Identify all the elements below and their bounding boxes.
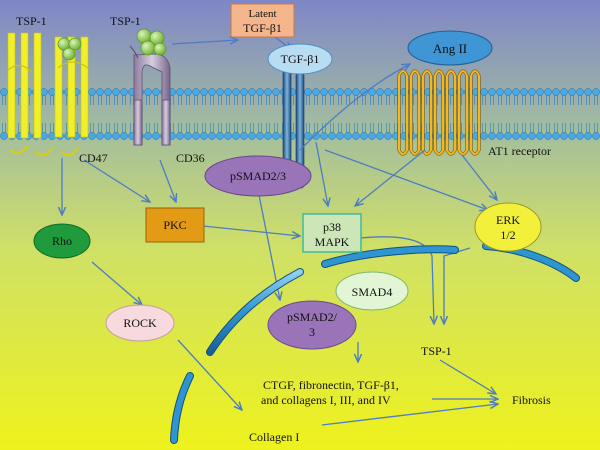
psmad-label-line1: pSMAD2/	[287, 310, 338, 324]
psmad23-top-label: pSMAD2/3	[230, 169, 286, 183]
pathway-arrows	[62, 29, 498, 426]
cd47-label: CD47	[79, 151, 108, 165]
psmad-label-line2: 3	[309, 325, 315, 339]
erk12-node	[474, 202, 542, 252]
smad4-label: SMAD4	[352, 285, 393, 299]
pkc-node	[145, 207, 205, 243]
ang-ii-label: Ang II	[433, 41, 467, 56]
latent-tgf-beta1-box	[230, 3, 295, 38]
rho-node	[33, 223, 91, 259]
tsp1-ligand-cd36	[136, 28, 167, 56]
smad4-node	[335, 271, 409, 311]
tsp1-label-center: TSP-1	[110, 14, 141, 28]
p38-mapk-node	[302, 213, 362, 253]
latent-label-line1: Latent	[248, 8, 276, 20]
tgf-beta1-label: TGF-β1	[281, 52, 320, 66]
p38-label-line2: MAPK	[315, 235, 350, 249]
at1-receptor-label: AT1 receptor	[488, 144, 551, 158]
tsp1-ligand-cd47	[57, 37, 82, 61]
cd36-label: CD36	[176, 151, 205, 165]
ang-ii-ligand	[407, 30, 493, 66]
p38-label-line1: p38	[323, 220, 341, 234]
rock-node	[105, 304, 175, 342]
cd36-receptor	[129, 45, 171, 146]
rock-label: ROCK	[123, 316, 157, 330]
tsp1-output-label: TSP-1	[421, 344, 452, 358]
tsp1-label-left: TSP-1	[16, 14, 47, 28]
cd47-receptor	[7, 32, 89, 157]
pkc-label: PKC	[163, 218, 186, 232]
rho-label: Rho	[52, 234, 72, 248]
collagen-i-label: Collagen I	[249, 430, 299, 444]
ctgf-label-line2: and collagens I, III, and IV	[261, 393, 391, 407]
erk-label-line2: 1/2	[500, 228, 515, 242]
at1-receptor	[397, 69, 481, 156]
tgf-beta1-ligand	[267, 43, 333, 75]
latent-label-line2: TGF-β1	[243, 21, 282, 35]
fibrosis-label: Fibrosis	[512, 393, 551, 407]
psmad23-receptor-node	[204, 155, 312, 197]
psmad23-nuclear-node	[267, 300, 357, 350]
ctgf-label-line1: CTGF, fibronectin, TGF-β1,	[263, 378, 399, 392]
tgf-beta-receptor	[282, 67, 305, 189]
erk-label-line1: ERK	[496, 213, 520, 227]
